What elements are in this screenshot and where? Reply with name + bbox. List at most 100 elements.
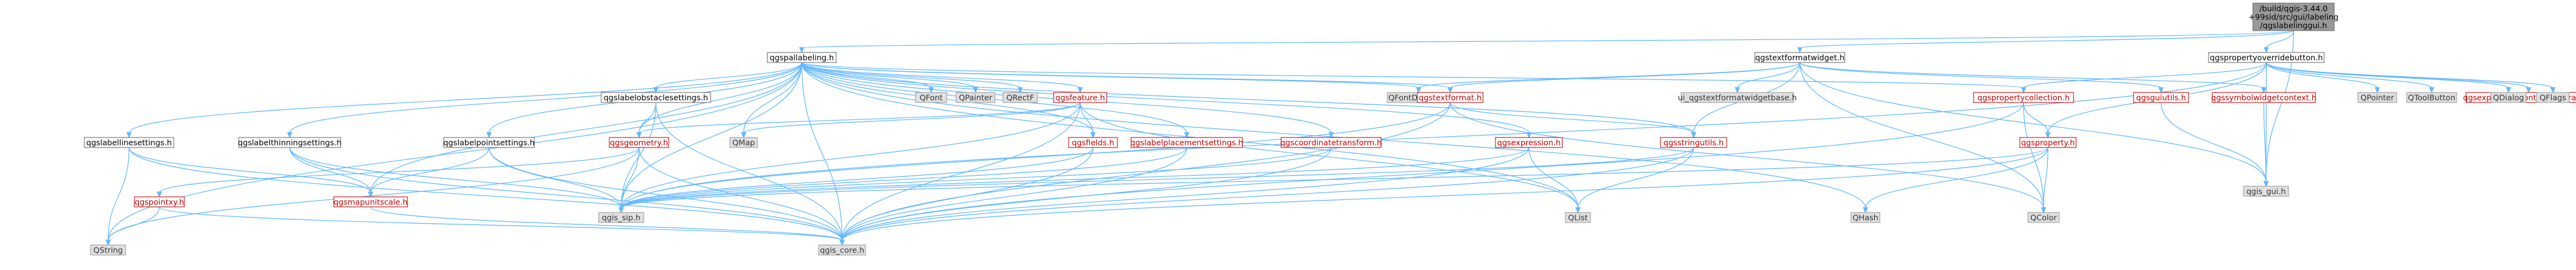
node-box (1565, 212, 1591, 223)
edge-pallabeling-to-propcollection (801, 62, 2027, 94)
edge-labelpoint-to-qgiscore (488, 147, 845, 246)
node-label: qgis_gui.h (2246, 187, 2285, 196)
node-labelobstacle[interactable]: qgslabelobstaclesettings.h (601, 92, 711, 103)
edge-feature-to-qlist (1079, 102, 1581, 214)
node-fields[interactable]: qgsfields.h (1068, 137, 1118, 148)
node-label: qgspropertyoverridebutton.h (2210, 53, 2323, 62)
node-uitextformat: ui_qgstextformatwidgetbase.h (1678, 92, 1797, 103)
node-label: /build/qgis-3.44.0 (2259, 4, 2327, 13)
node-qrectf: QRectF (1002, 92, 1038, 103)
edge-root-to-textformatwidget (1797, 30, 2294, 54)
node-box (1495, 137, 1563, 148)
node-mapunitscale[interactable]: qgsmapunitscale.h (333, 196, 408, 208)
node-box (1053, 92, 1107, 103)
edge-propcollection-to-property (2023, 102, 2051, 139)
edge-labelthinning-to-mapunitscale (289, 147, 374, 198)
edge-stringutils-to-qgiscore (839, 147, 1694, 246)
node-box (1660, 137, 1727, 148)
edge-stringutils-to-qgissip (618, 147, 1694, 214)
edge-feature-to-qmap (741, 102, 1081, 139)
node-label: QColor (2030, 213, 2057, 222)
node-label: QFont (919, 93, 942, 102)
node-labelthinning[interactable]: qgslabelthinningsettings.h (238, 137, 342, 148)
edge-textformat-to-qgissip (618, 102, 1451, 214)
edge-property-to-qgissip (618, 147, 2049, 214)
node-coordtransform[interactable]: qgscoordinatetransform.h (1281, 137, 1382, 148)
node-label: qgslabelplacementsettings.h (1131, 138, 1244, 148)
node-label: QPainter (959, 93, 992, 102)
node-label: qgslabelpointsettings.h (443, 138, 534, 148)
node-textformatwidget[interactable]: qgstextformatwidget.h (1754, 52, 1845, 63)
node-box (767, 52, 837, 63)
edge-labelpoint-to-qgissip (488, 147, 624, 214)
node-label: qgsfeature.h (1056, 93, 1105, 102)
node-qcolor: QColor (2027, 212, 2060, 223)
edge-property-to-qgiscore (839, 147, 2049, 246)
edge-textformat-to-qcolor (1449, 102, 2047, 214)
edge-propoverride-to-qtoolbutton (2265, 62, 2435, 94)
edge-textformat-to-stringutils (1449, 102, 1697, 139)
edge-geometry-to-pointxy (156, 147, 640, 198)
node-stringutils[interactable]: qgsstringutils.h (1660, 137, 1727, 148)
node-box (818, 244, 866, 256)
node-box (2019, 137, 2077, 148)
node-qgiscore: qgis_core.h (818, 244, 866, 256)
edge-pallabeling-to-labelobstacle (653, 62, 802, 94)
node-label: qgis_core.h (820, 246, 864, 255)
node-root[interactable]: /build/qgis-3.44.0+99sid/src/gui/labelin… (2249, 2, 2339, 31)
node-qpainter: QPainter (956, 92, 996, 103)
edge-pallabeling-to-fields (801, 62, 1096, 139)
edge-pallabeling-to-qstring (105, 62, 802, 246)
node-box (915, 92, 947, 103)
node-box (2212, 92, 2316, 103)
node-textformat[interactable]: qgstextformat.h (1417, 92, 1484, 103)
node-box (2133, 92, 2189, 103)
edge-textformat-to-qgiscore (839, 102, 1451, 246)
nodes-layer: /build/qgis-3.44.0+99sid/src/gui/labelin… (84, 2, 2576, 256)
edge-pallabeling-to-qmap (741, 62, 802, 139)
edge-pallabeling-to-labellinesettings (126, 62, 802, 139)
node-pallabeling[interactable]: qgspallabeling.h (767, 52, 837, 63)
node-label: qgscoordinatetransform.h (1281, 138, 1382, 148)
edge-textformatwidget-to-guiutils (1799, 62, 2164, 94)
edge-feature-to-qgiscore (839, 102, 1081, 246)
node-box (2027, 212, 2060, 223)
node-box (956, 92, 996, 103)
node-guiutils[interactable]: qgsguiutils.h (2133, 92, 2189, 103)
edge-root-to-pallabeling (799, 30, 2294, 54)
node-expression[interactable]: qgsexpression.h (1495, 137, 1563, 148)
edge-pointxy-to-qstring (105, 206, 160, 246)
node-label: qgslabelthinningsettings.h (238, 138, 342, 148)
node-box (1850, 212, 1880, 223)
node-label: qgsfields.h (1072, 138, 1114, 148)
edge-labelplacement-to-qgiscore (839, 147, 1187, 246)
node-geometry[interactable]: qgsgeometry.h (609, 137, 669, 148)
edge-textformatwidget-to-symbolwidgetctx (1799, 62, 2267, 94)
node-box (1131, 137, 1243, 148)
node-symbolwidgetctx[interactable]: qgssymbolwidgetcontext.h (2211, 92, 2317, 103)
node-property[interactable]: qgsproperty.h (2019, 137, 2077, 148)
node-label: qgspointxy.h (134, 198, 184, 207)
node-label: qgspropertycollection.h (1977, 93, 2070, 102)
node-box (134, 196, 185, 208)
edge-property-to-qcolor (2040, 147, 2049, 214)
node-labelplacement[interactable]: qgslabelplacementsettings.h (1131, 137, 1244, 148)
node-label: qgsguiutils.h (2136, 93, 2186, 102)
node-feature[interactable]: qgsfeature.h (1053, 92, 1107, 103)
node-labelpoint[interactable]: qgslabelpointsettings.h (443, 137, 535, 148)
node-box (2536, 92, 2570, 103)
node-box (1680, 92, 1794, 103)
edge-propoverride-to-qflags (2265, 62, 2556, 94)
node-pointxy[interactable]: qgspointxy.h (134, 196, 185, 208)
node-propcollection[interactable]: qgspropertycollection.h (1973, 92, 2074, 103)
node-label: qgsproperty.h (2021, 138, 2075, 148)
edge-labellinesettings-to-mapunitscale (128, 147, 374, 198)
node-qtoolbutton: QToolButton (2406, 92, 2457, 103)
node-label: +99sid/src/gui/labeling (2249, 12, 2339, 22)
node-label: qgstextformatwidget.h (1755, 53, 1845, 62)
node-label: qgsgeometry.h (610, 138, 668, 148)
node-labellinesettings[interactable]: qgslabellinesettings.h (84, 137, 174, 148)
node-propoverride[interactable]: qgspropertyoverridebutton.h (2208, 52, 2325, 63)
node-qflags: QFlags (2536, 92, 2570, 103)
